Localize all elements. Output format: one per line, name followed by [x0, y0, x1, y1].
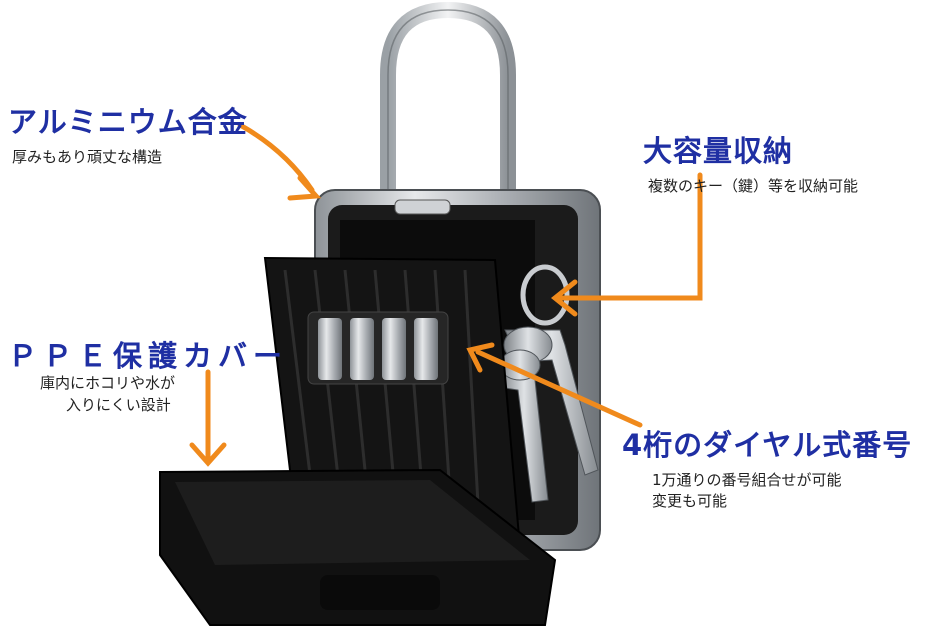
callout-title-capacity: 大容量収納	[643, 134, 794, 168]
shackle	[380, 1, 516, 200]
key-ring	[520, 264, 570, 326]
combination-dials	[318, 318, 438, 380]
callout-title-dial: 4桁のダイヤル式番号	[622, 428, 913, 462]
callout-desc-dial-line1: 1万通りの番号組合せが可能	[652, 471, 842, 489]
callout-desc-aluminum: 厚みもあり頑丈な構造	[12, 148, 163, 166]
dial-window	[307, 311, 449, 385]
callout-desc-ppe-line1: 庫内にホコリや水が	[40, 374, 176, 392]
callout-title-ppe: ＰＰＥ保護カバー	[8, 339, 289, 373]
callout-title-aluminum: アルミニウム合金	[8, 105, 248, 139]
callout-arrows	[189, 122, 703, 467]
keys	[499, 326, 599, 503]
callout-desc-capacity: 複数のキー（鍵）等を収納可能	[648, 177, 859, 195]
callout-desc-dial-line2: 変更も可能	[652, 492, 728, 510]
callout-desc-ppe-line2: 入りにくい設計	[66, 396, 171, 414]
